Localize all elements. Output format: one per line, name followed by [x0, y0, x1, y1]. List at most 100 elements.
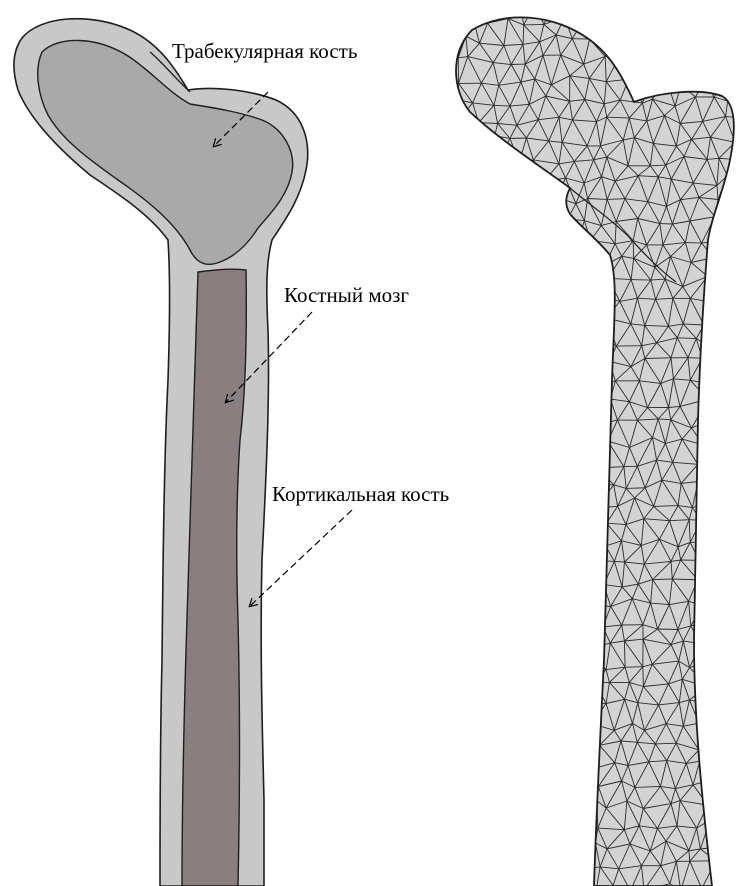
- mesh-edge: [588, 626, 603, 627]
- mesh-edge: [577, 804, 587, 825]
- mesh-edge: [491, 548, 504, 561]
- mesh-edge: [476, 803, 483, 822]
- mesh-edge: [491, 197, 502, 222]
- mesh-edge: [728, 702, 736, 725]
- mesh-edge: [708, 804, 725, 805]
- mesh-edge: [503, 361, 513, 385]
- mesh-edge: [477, 399, 482, 426]
- mesh-edge: [597, 508, 607, 523]
- mesh-edge: [455, 584, 467, 609]
- mesh-edge: [441, 360, 451, 379]
- mesh-edge: [715, 501, 734, 506]
- mesh-edge: [507, 244, 518, 267]
- mesh-edge: [718, 702, 728, 727]
- mesh-edge: [502, 197, 521, 200]
- mesh-edge: [478, 488, 486, 502]
- mesh-edge: [455, 722, 463, 749]
- mesh-edge: [723, 0, 730, 24]
- mesh-edge: [515, 766, 533, 769]
- mesh-edge: [463, 337, 478, 367]
- mesh-edge: [523, 25, 524, 44]
- mesh-edge: [493, 508, 500, 524]
- mesh-edge: [514, 200, 521, 224]
- mesh-edge: [441, 318, 460, 323]
- mesh-edge: [715, 526, 716, 542]
- mesh-edge: [484, 599, 501, 603]
- mesh-edge: [478, 322, 481, 337]
- mesh-edge: [560, 402, 568, 423]
- mesh-edge: [514, 223, 527, 224]
- mesh-edge: [667, 40, 673, 59]
- mesh-edge: [626, 488, 645, 489]
- mesh-edge: [613, 17, 617, 43]
- mesh-edge: [701, 644, 714, 661]
- mesh-edge: [527, 682, 537, 708]
- mesh-edge: [588, 484, 598, 508]
- mesh-edge: [627, 39, 643, 46]
- mesh-edge: [521, 277, 534, 281]
- mesh-edge: [557, 318, 578, 322]
- mesh-edge: [443, 162, 453, 187]
- mesh-edge: [542, 463, 549, 478]
- mesh-edge: [578, 323, 579, 340]
- mesh-edge: [575, 541, 583, 559]
- mesh-edge: [725, 804, 736, 806]
- mesh-edge: [449, 187, 453, 205]
- mesh-edge: [505, 700, 521, 725]
- mesh-edge: [559, 721, 565, 744]
- mesh-edge: [556, 257, 569, 285]
- mesh-edge: [543, 621, 562, 622]
- mesh-edge: [708, 258, 714, 277]
- mesh-edge: [503, 358, 517, 361]
- mesh-edge: [570, 441, 590, 447]
- mesh-edge: [612, 0, 617, 17]
- mesh-edge: [496, 845, 507, 861]
- mesh-edge: [546, 219, 560, 245]
- mesh-edge: [487, 725, 496, 744]
- mesh-edge: [539, 581, 548, 609]
- mesh-edge: [677, 0, 689, 22]
- mesh-edge: [557, 787, 561, 803]
- mesh-edge: [495, 244, 518, 245]
- mesh-edge: [698, 445, 703, 465]
- mesh-edge: [565, 0, 575, 17]
- mesh-edge: [484, 421, 487, 445]
- mesh-edge: [729, 448, 736, 458]
- mesh-edge: [579, 286, 598, 305]
- mesh-edge: [441, 601, 466, 609]
- mesh-edge: [536, 322, 549, 340]
- mesh-edge: [495, 223, 513, 244]
- mesh-edge: [560, 761, 579, 764]
- mesh-edge: [699, 723, 713, 746]
- mesh-edge: [469, 144, 487, 163]
- mesh-edge: [520, 640, 529, 661]
- mesh-edge: [520, 601, 540, 609]
- mesh-edge: [441, 318, 457, 344]
- mesh-edge: [487, 400, 504, 420]
- mesh-edge: [572, 869, 583, 886]
- mesh-edge: [454, 17, 466, 36]
- mesh-edge: [575, 559, 588, 582]
- mesh-edge: [561, 684, 577, 699]
- mesh-edge: [441, 626, 453, 646]
- mesh-edge: [720, 743, 734, 762]
- mesh-edge: [528, 179, 535, 206]
- mesh-edge: [510, 277, 521, 300]
- mesh-edge: [494, 385, 512, 386]
- mesh-edge: [471, 280, 486, 305]
- mesh-edge: [456, 500, 466, 520]
- mesh-edge: [463, 363, 483, 367]
- mesh-edge: [510, 780, 516, 805]
- mesh-edge: [477, 421, 487, 426]
- mesh-edge: [580, 256, 605, 266]
- mesh-edge: [492, 259, 504, 284]
- mesh-edge: [454, 402, 467, 421]
- mesh-edge: [455, 584, 470, 589]
- mesh-edge: [450, 663, 466, 680]
- mesh-edge: [521, 385, 524, 403]
- mesh-edge: [475, 619, 493, 621]
- mesh-edge: [441, 299, 457, 319]
- mesh-edge: [533, 359, 544, 388]
- mesh-edge: [479, 845, 496, 849]
- mesh-edge: [568, 423, 571, 447]
